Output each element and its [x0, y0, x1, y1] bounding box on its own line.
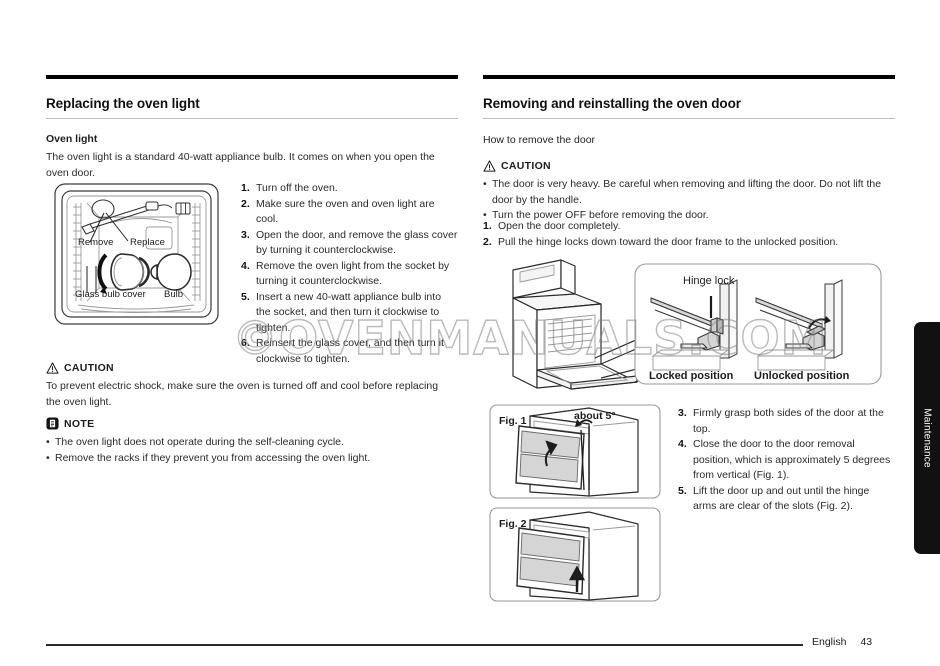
list-item: The oven light does not operate during t… — [46, 435, 458, 451]
note-header: NOTE — [46, 417, 458, 430]
list-item: 3. Open the door, and remove the glass co… — [241, 228, 458, 259]
list-item: 6. Reinsert the glass cover, and then tur… — [241, 336, 458, 367]
door-removal-steps-first: 1. Open the door completely. 2. Pull the h… — [483, 219, 895, 250]
range-hinge-lock-svg: Hinge lock Locked position Unlocked posi… — [512, 259, 882, 390]
step-number: 2. — [241, 197, 250, 210]
label-bulb: Bulb — [164, 289, 183, 300]
list-item: 4. Close the door to the door removal pos… — [678, 437, 895, 484]
list-item: 5. Insert a new 40-watt appliance bulb in… — [241, 290, 458, 337]
step-number: 1. — [483, 220, 492, 232]
right-section-title: Removing and reinstalling the oven door — [483, 96, 741, 111]
list-item: 2. Pull the hinge locks down toward the d… — [483, 235, 895, 251]
warning-triangle-icon — [483, 160, 496, 172]
warning-triangle-icon — [46, 362, 59, 374]
step-text: Open the door, and remove the glass cove… — [256, 228, 458, 257]
step-number: 5. — [241, 290, 250, 303]
door-removal-steps-second: 3. Firmly grasp both sides of the door at… — [678, 406, 895, 515]
page-number: 43 — [860, 636, 873, 648]
caution-text: To prevent electric shock, make sure the… — [46, 380, 439, 408]
left-column: Replacing the oven light Oven light The … — [46, 0, 458, 666]
about-5-degrees-label: about 5° — [574, 410, 616, 422]
oven-light-step-list: 1. Turn off the oven. 2. Make sure the ove… — [241, 181, 458, 367]
step-text: Reinsert the glass cover, and then turn … — [256, 337, 444, 365]
list-item: Remove the racks if they prevent you fro… — [46, 451, 458, 467]
right-section-rule — [483, 118, 895, 119]
left-column-top-bar — [46, 75, 458, 79]
footer: English 43 — [812, 636, 872, 648]
step-text: Lift the door up and out until the hinge… — [693, 484, 870, 513]
list-item: 1. Turn off the oven. — [241, 181, 458, 197]
right-caution-block: CAUTION The door is very heavy. Be caref… — [483, 160, 895, 224]
list-item: 1. Open the door completely. — [483, 219, 895, 235]
list-item: 4. Remove the oven light from the socket … — [241, 259, 458, 290]
step-text: Firmly grasp both sides of the door at t… — [693, 407, 884, 435]
caution-header: CAUTION — [483, 160, 895, 172]
step-text: Turn off the oven. — [256, 182, 338, 194]
right-column: Removing and reinstalling the oven door … — [483, 0, 895, 666]
left-section-title: Replacing the oven light — [46, 96, 200, 111]
list-item: The door is very heavy. Be careful when … — [483, 177, 895, 208]
left-section-rule — [46, 118, 458, 119]
oven-light-diagram-svg: Remove Replace Glass bulb cover Bulb — [54, 183, 219, 325]
unlocked-position-label: Unlocked position — [754, 370, 850, 382]
step-number: 2. — [483, 235, 492, 248]
chapter-tab-maintenance[interactable]: Maintenance — [914, 322, 940, 554]
step-number: 3. — [241, 228, 250, 241]
door-removal-figures: Fig. 1 about 5° — [489, 404, 661, 602]
door-removal-step-list-b: 3. Firmly grasp both sides of the door at… — [678, 406, 895, 515]
note-label: NOTE — [64, 417, 95, 430]
caution-header: CAUTION — [46, 362, 458, 374]
list-item: 5. Lift the door up and out until the hin… — [678, 484, 895, 515]
left-caution-block: CAUTION To prevent electric shock, make … — [46, 362, 458, 410]
step-number: 4. — [241, 259, 250, 272]
left-note-block: NOTE The oven light does not operate dur… — [46, 417, 458, 466]
oven-light-diagram: Remove Replace Glass bulb cover Bulb — [54, 183, 219, 325]
step-number: 5. — [678, 484, 687, 497]
list-item: 3. Firmly grasp both sides of the door at… — [678, 406, 895, 437]
step-number: 3. — [678, 407, 687, 419]
how-to-remove-block: How to remove the door — [483, 134, 895, 151]
hinge-lock-callout-label: Hinge lock — [683, 275, 735, 287]
caution-label: CAUTION — [64, 362, 114, 374]
caution-bullet-list: The door is very heavy. Be careful when … — [483, 177, 895, 224]
right-column-top-bar — [483, 75, 895, 79]
oven-light-intro-block: Oven light The oven light is a standard … — [46, 133, 458, 181]
footer-rule — [46, 644, 803, 646]
list-item: Turn the power OFF before removing the d… — [483, 208, 895, 224]
oven-light-subhead: Oven light — [46, 133, 98, 145]
step-text: Make sure the oven and oven light are co… — [256, 197, 435, 226]
footer-language: English — [812, 636, 847, 648]
chapter-tab-label: Maintenance — [921, 408, 933, 468]
range-hinge-lock-diagram: Hinge lock Locked position Unlocked posi… — [485, 258, 885, 391]
step-text: Close the door to the door removal posit… — [693, 438, 891, 481]
step-number: 1. — [241, 182, 250, 194]
door-removal-step-list-a: 1. Open the door completely. 2. Pull the h… — [483, 219, 895, 250]
caution-label: CAUTION — [501, 160, 551, 172]
label-replace: Replace — [130, 237, 165, 248]
step-text: Open the door completely. — [498, 220, 621, 232]
fig2-label: Fig. 2 — [499, 518, 527, 530]
step-number: 4. — [678, 438, 687, 450]
how-to-remove-subhead: How to remove the door — [483, 134, 596, 146]
oven-light-intro-text: The oven light is a standard 40-watt app… — [46, 151, 435, 179]
step-number: 6. — [241, 337, 250, 349]
step-text: Remove the oven light from the socket by… — [256, 259, 450, 288]
note-bullet-list: The oven light does not operate during t… — [46, 435, 458, 466]
label-remove: Remove — [78, 237, 113, 248]
list-item: 2. Make sure the oven and oven light are … — [241, 197, 458, 228]
fig1-label: Fig. 1 — [499, 415, 527, 427]
locked-position-label: Locked position — [649, 370, 734, 382]
step-text: Pull the hinge locks down toward the doo… — [498, 235, 839, 248]
step-text: Insert a new 40-watt appliance bulb into… — [256, 290, 442, 334]
door-removal-figures-svg: Fig. 1 about 5° — [489, 404, 661, 602]
oven-light-steps: 1. Turn off the oven. 2. Make sure the ove… — [241, 181, 458, 367]
label-glass-bulb-cover: Glass bulb cover — [75, 289, 146, 300]
note-document-icon — [46, 417, 59, 430]
